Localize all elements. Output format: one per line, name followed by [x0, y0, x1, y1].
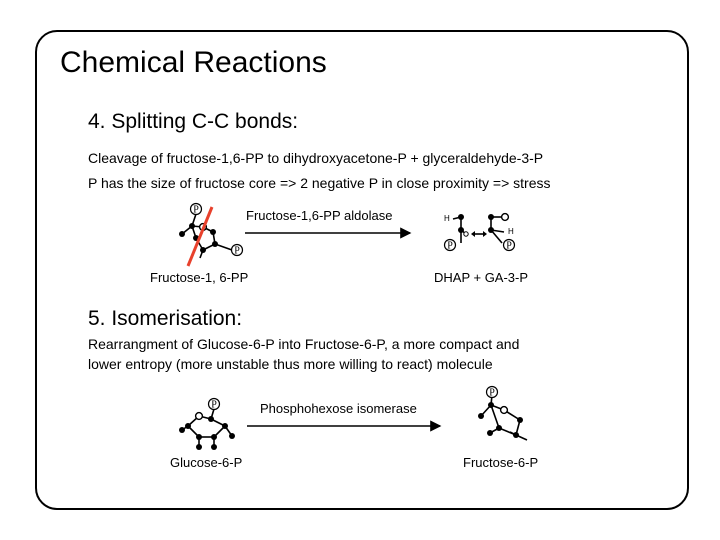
fructose-6-phosphate-atoms [478, 402, 523, 438]
hydrogen-label: H [444, 214, 450, 223]
svg-text:P: P [193, 205, 199, 216]
dhap-ga3p-atoms [458, 214, 494, 237]
hydrogen-label: H [508, 227, 514, 236]
phosphate-icon: P [502, 238, 516, 252]
dhap-ga3p-label: DHAP + GA-3-P [434, 270, 529, 285]
svg-text:P: P [489, 388, 495, 399]
ring-oxygen-icon [194, 411, 204, 421]
stress-description: P has the size of fructose core => 2 neg… [88, 175, 551, 191]
phosphate-icon: P [207, 397, 221, 411]
fructose-bisphosphate-label: Fructose-1, 6-PP [150, 270, 249, 285]
phosphate-icon: P [485, 385, 499, 399]
phosphate-icon: P [189, 202, 203, 216]
svg-text:P: P [234, 246, 240, 257]
slide-frame [35, 30, 689, 510]
slide-title: Chemical Reactions [60, 46, 327, 79]
glucose-6-phosphate-atoms [179, 416, 235, 450]
svg-text:P: P [211, 400, 217, 411]
isomerisation-description-2: lower entropy (more unstable thus more w… [88, 356, 493, 372]
oxygen-icon [463, 231, 469, 237]
isomerisation-description-1: Rearrangment of Glucose-6-P into Fructos… [88, 336, 520, 352]
svg-text:P: P [506, 241, 512, 252]
cleavage-line-icon [186, 206, 214, 267]
glucose-6-phosphate-label: Glucose-6-P [170, 455, 243, 470]
fructose-6-phosphate-label: Fructose-6-P [463, 455, 539, 470]
isomerase-enzyme-label: Phosphohexose isomerase [260, 401, 417, 416]
fructose-bisphosphate-atoms [179, 223, 218, 253]
section-heading-splitting: 4. Splitting C-C bonds: [88, 110, 299, 133]
phosphate-icon: P [443, 238, 457, 252]
section-heading-isomerisation: 5. Isomerisation: [88, 307, 243, 330]
aldolase-enzyme-label: Fructose-1,6-PP aldolase [246, 208, 393, 223]
oxygen-icon [500, 212, 510, 222]
phosphate-icon: P [230, 243, 244, 257]
svg-text:P: P [447, 241, 453, 252]
ring-oxygen-icon [499, 405, 509, 415]
cleavage-description: Cleavage of fructose-1,6-PP to dihydroxy… [88, 150, 544, 166]
